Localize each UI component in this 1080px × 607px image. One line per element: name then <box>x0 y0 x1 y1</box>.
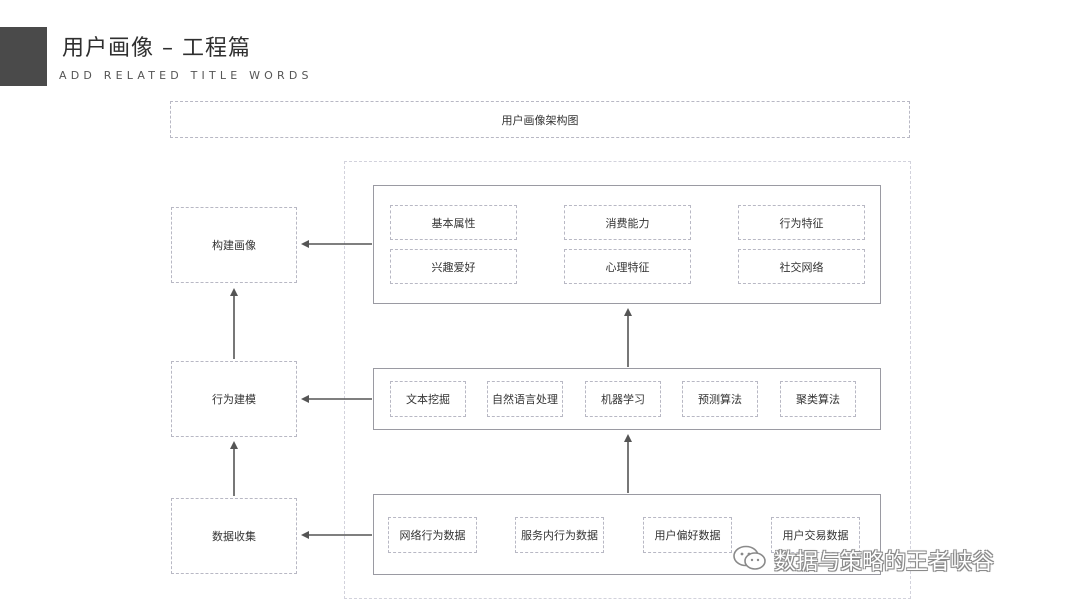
behavior-modeling-box: 行为建模 <box>171 361 297 437</box>
profile-tag: 消费能力 <box>564 205 691 240</box>
behavior-modeling-label: 行为建模 <box>212 393 256 406</box>
data-source-label: 用户偏好数据 <box>654 529 721 542</box>
profile-tag: 基本属性 <box>390 205 517 240</box>
data-source-label: 用户交易数据 <box>782 529 849 542</box>
profile-tag-label: 消费能力 <box>605 216 650 230</box>
profile-tag: 兴趣爱好 <box>390 249 517 284</box>
data-source-item: 用户交易数据 <box>771 517 860 553</box>
profile-tag-label: 行为特征 <box>779 216 824 230</box>
profile-tag: 社交网络 <box>738 249 865 284</box>
technique-item: 自然语言处理 <box>487 381 563 417</box>
data-source-label: 服务内行为数据 <box>521 529 598 542</box>
profile-tag-label: 心理特征 <box>605 260 650 274</box>
technique-item: 预测算法 <box>682 381 758 417</box>
profile-tag: 心理特征 <box>564 249 691 284</box>
build-profile-box: 构建画像 <box>171 207 297 283</box>
technique-label: 机器学习 <box>601 393 645 406</box>
technique-label: 自然语言处理 <box>492 393 558 406</box>
profile-tag-label: 兴趣爱好 <box>431 260 476 274</box>
data-collection-box: 数据收集 <box>171 498 297 574</box>
data-collection-label: 数据收集 <box>212 530 256 543</box>
page-subtitle: ADD RELATED TITLE WORDS <box>59 69 313 82</box>
page-title: 用户画像 – 工程篇 <box>62 36 251 61</box>
technique-label: 聚类算法 <box>796 393 840 406</box>
technique-label: 预测算法 <box>698 393 742 406</box>
title-accent-block <box>0 27 47 86</box>
processing-container <box>344 161 911 599</box>
watermark-text: 数据与策略的王者峡谷 <box>774 550 995 575</box>
technique-item: 聚类算法 <box>780 381 856 417</box>
profile-tags-panel <box>373 185 881 304</box>
data-source-item: 服务内行为数据 <box>515 517 604 553</box>
diagram-title: 用户画像架构图 <box>501 113 579 127</box>
profile-tag-label: 社交网络 <box>779 260 824 274</box>
profile-tag: 行为特征 <box>738 205 865 240</box>
watermark: 数据与策略的王者峡谷 <box>732 543 994 577</box>
profile-tag-label: 基本属性 <box>431 216 476 230</box>
build-profile-label: 构建画像 <box>212 239 256 252</box>
diagram-title-box: 用户画像架构图 <box>170 101 910 138</box>
technique-item: 机器学习 <box>585 381 661 417</box>
data-source-label: 网络行为数据 <box>399 529 466 542</box>
wechat-icon <box>732 544 768 576</box>
technique-item: 文本挖掘 <box>390 381 466 417</box>
data-source-item: 用户偏好数据 <box>643 517 732 553</box>
technique-label: 文本挖掘 <box>406 393 450 406</box>
data-source-item: 网络行为数据 <box>388 517 477 553</box>
